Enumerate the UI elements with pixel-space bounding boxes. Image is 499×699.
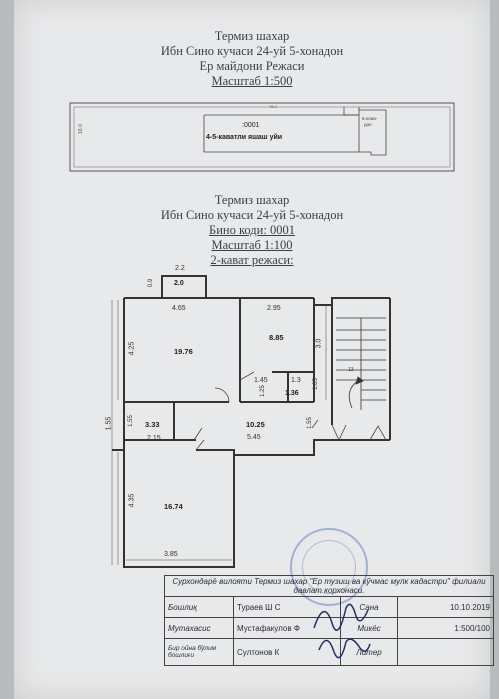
door-hall bbox=[311, 419, 319, 429]
header1-address: Ибн Сино кучаси 24-уй 5-хонадон bbox=[160, 44, 344, 58]
table-row: Бир ойна бўлим бошлиғи Султонов К Литер bbox=[164, 638, 494, 666]
balcony-width: 2.2 bbox=[175, 265, 185, 272]
site-boundary bbox=[69, 102, 455, 172]
wall-hall-bottom bbox=[196, 439, 390, 456]
header2-floor: 2-кават режаси: bbox=[210, 253, 294, 267]
room1-area: 19.76 bbox=[174, 347, 193, 356]
floor-plan bbox=[111, 275, 391, 568]
room2-width: 2.95 bbox=[267, 305, 281, 312]
bath-width-1: 1.45 bbox=[254, 377, 268, 384]
header1-scale: Масштаб 1:500 bbox=[211, 74, 293, 88]
signatures bbox=[313, 603, 371, 659]
door-room1 bbox=[214, 387, 230, 403]
header2-city: Термиз шахар bbox=[214, 193, 290, 207]
room3-area: 16.74 bbox=[164, 502, 183, 511]
door-small-room bbox=[193, 427, 203, 441]
key-cell: Литер bbox=[340, 638, 398, 666]
table-row: Бошлиқ Тураев Ш С Сана 10.10.2019 bbox=[164, 596, 494, 618]
header2-code: Бино коди: 0001 bbox=[209, 223, 295, 237]
role-cell: Бир ойна бўлим бошлиғи bbox=[164, 638, 234, 666]
balcony-top bbox=[161, 275, 207, 297]
hall-width: 5.45 bbox=[247, 434, 261, 441]
door-room2 bbox=[239, 371, 255, 381]
stair-arrow-head bbox=[355, 376, 364, 385]
balcony-area: 2.0 bbox=[174, 280, 184, 287]
signature-2 bbox=[318, 638, 371, 659]
info-table: Сурхондарё вилояти Термиз шахар "Ер тузи… bbox=[164, 575, 494, 666]
door-room3 bbox=[195, 439, 205, 451]
annex-label-1: 5-хона- bbox=[362, 116, 378, 121]
stair-mark: 13 bbox=[348, 367, 354, 373]
header1-city: Термиз шахар bbox=[214, 29, 290, 43]
value-cell bbox=[397, 638, 494, 666]
site-building-label: 4-5-каватли яшаш уйи bbox=[206, 134, 283, 141]
annex-footprint bbox=[359, 109, 387, 156]
signature-1 bbox=[313, 603, 369, 632]
wall-room3 bbox=[123, 450, 235, 568]
small-room-area: 3.33 bbox=[145, 420, 160, 429]
room3-width: 3.85 bbox=[164, 551, 178, 558]
hall-area: 10.25 bbox=[246, 420, 265, 429]
bath-area: 1.36 bbox=[285, 390, 299, 397]
building-notch bbox=[343, 107, 360, 116]
annex-label-2: дон bbox=[364, 122, 372, 127]
door-neighbor bbox=[369, 425, 387, 441]
header2-address: Ибн Сино кучаси 24-уй 5-хонадон bbox=[160, 208, 344, 222]
small-room-width: 2.15 bbox=[147, 435, 161, 442]
bath-width-2: 1.3 bbox=[291, 377, 301, 384]
room1-width: 4.65 bbox=[172, 305, 186, 312]
table-row: Мутахасис Мустафакулов Ф Микёс 1:500/100 bbox=[164, 617, 494, 639]
room2-area: 8.85 bbox=[269, 333, 284, 342]
paper-sheet: Термиз шахар Ибн Сино кучаси 24-уй 5-хон… bbox=[14, 0, 494, 699]
site-width-label: 78.4 bbox=[269, 104, 277, 109]
door-entry bbox=[331, 424, 347, 441]
site-code-label: :0001 bbox=[242, 122, 260, 129]
site-inner-boundary bbox=[73, 106, 451, 168]
drawing-canvas bbox=[69, 102, 455, 172]
header1-plan-title: Ер майдони Режаси bbox=[199, 59, 305, 73]
header2-scale: Масштаб 1:100 bbox=[211, 238, 293, 252]
